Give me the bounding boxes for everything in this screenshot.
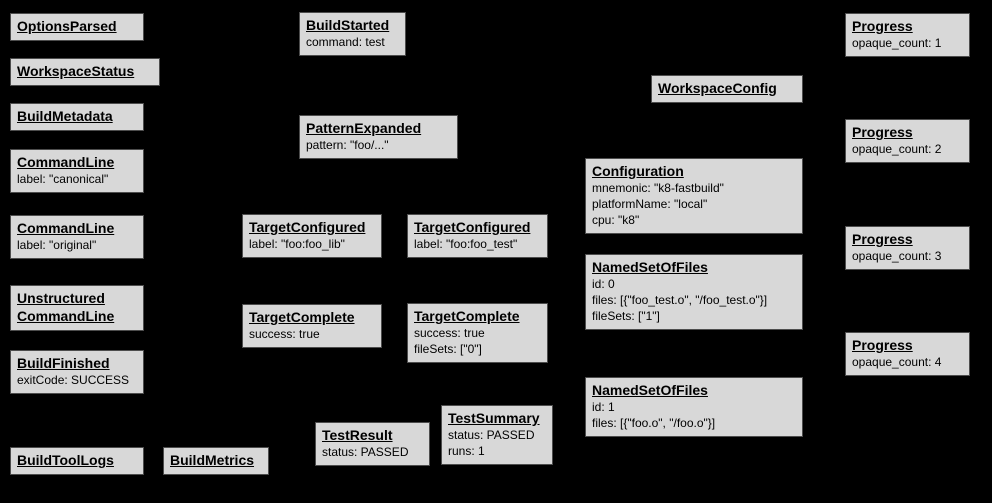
node-options-parsed: OptionsParsed <box>10 13 144 41</box>
node-detail-line: label: "canonical" <box>17 172 109 186</box>
node-detail-line: label: "foo:foo_lib" <box>249 237 345 251</box>
node-title: BuildMetrics <box>170 452 255 468</box>
node-detail-line: command: test <box>306 35 385 49</box>
node-title: PatternExpanded <box>306 120 422 136</box>
node-command-line-canonical: CommandLine label: "canonical" <box>10 149 144 193</box>
node-detail-line: status: PASSED <box>322 445 409 459</box>
node-title: Configuration <box>592 163 684 179</box>
node-command-line-original: CommandLine label: "original" <box>10 215 144 259</box>
node-title: Progress <box>852 337 913 353</box>
node-workspace-status: WorkspaceStatus <box>10 58 160 86</box>
node-title: BuildMetadata <box>17 108 113 124</box>
node-detail-line: cpu: "k8" <box>592 213 640 227</box>
node-progress-4: Progress opaque_count: 4 <box>845 332 970 376</box>
node-target-configured-foo-lib: TargetConfigured label: "foo:foo_lib" <box>242 214 382 258</box>
node-build-metadata: BuildMetadata <box>10 103 144 131</box>
node-detail-line: opaque_count: 1 <box>852 36 942 50</box>
node-detail-line: mnemonic: "k8-fastbuild" <box>592 181 724 195</box>
node-detail-line: id: 1 <box>592 400 615 414</box>
node-build-metrics: BuildMetrics <box>163 447 269 475</box>
node-build-finished: BuildFinished exitCode: SUCCESS <box>10 350 144 394</box>
node-build-started: BuildStarted command: test <box>299 12 406 56</box>
node-pattern-expanded: PatternExpanded pattern: "foo/..." <box>299 115 458 159</box>
node-named-set-of-files-1: NamedSetOfFiles id: 1 files: [{"foo.o", … <box>585 377 803 437</box>
node-title: BuildToolLogs <box>17 452 114 468</box>
node-title: CommandLine <box>17 154 115 170</box>
node-title: Progress <box>852 18 913 34</box>
node-target-complete-foo-lib: TargetComplete success: true <box>242 304 382 348</box>
node-detail-line: opaque_count: 3 <box>852 249 942 263</box>
node-title: TargetConfigured <box>414 219 531 235</box>
node-title: TargetComplete <box>249 309 355 325</box>
node-detail-line: id: 0 <box>592 277 615 291</box>
node-test-summary: TestSummary status: PASSED runs: 1 <box>441 405 553 465</box>
node-title: NamedSetOfFiles <box>592 382 708 398</box>
node-test-result: TestResult status: PASSED <box>315 422 430 466</box>
node-progress-1: Progress opaque_count: 1 <box>845 13 970 57</box>
node-title: WorkspaceConfig <box>658 80 777 96</box>
node-detail-line: files: [{"foo_test.o", "/foo_test.o"}] <box>592 293 768 307</box>
node-detail-line: success: true <box>249 327 320 341</box>
node-title: NamedSetOfFiles <box>592 259 708 275</box>
node-progress-2: Progress opaque_count: 2 <box>845 119 970 163</box>
node-detail-line: status: PASSED <box>448 428 535 442</box>
node-detail-line: label: "foo:foo_test" <box>414 237 518 251</box>
node-detail-line: opaque_count: 2 <box>852 142 942 156</box>
node-named-set-of-files-0: NamedSetOfFiles id: 0 files: [{"foo_test… <box>585 254 803 330</box>
node-title: Unstructured CommandLine <box>17 290 115 324</box>
node-unstructured-command-line: Unstructured CommandLine <box>10 285 144 331</box>
node-workspace-config: WorkspaceConfig <box>651 75 803 103</box>
node-title: TargetConfigured <box>249 219 366 235</box>
node-detail-line: platformName: "local" <box>592 197 708 211</box>
node-progress-3: Progress opaque_count: 3 <box>845 226 970 270</box>
node-detail-line: fileSets: ["0"] <box>414 342 482 356</box>
node-detail-line: exitCode: SUCCESS <box>17 373 130 387</box>
node-title: WorkspaceStatus <box>17 63 135 79</box>
node-title: BuildFinished <box>17 355 110 371</box>
node-detail-line: label: "original" <box>17 238 97 252</box>
node-title: TargetComplete <box>414 308 520 324</box>
node-target-complete-foo-test: TargetComplete success: true fileSets: [… <box>407 303 548 363</box>
node-title: Progress <box>852 124 913 140</box>
node-target-configured-foo-test: TargetConfigured label: "foo:foo_test" <box>407 214 548 258</box>
node-detail-line: files: [{"foo.o", "/foo.o"}] <box>592 416 716 430</box>
node-title: OptionsParsed <box>17 18 117 34</box>
node-detail-line: opaque_count: 4 <box>852 355 942 369</box>
node-build-tool-logs: BuildToolLogs <box>10 447 144 475</box>
node-title: Progress <box>852 231 913 247</box>
node-detail-line: runs: 1 <box>448 444 485 458</box>
node-title: TestSummary <box>448 410 540 426</box>
node-detail-line: fileSets: ["1"] <box>592 309 660 323</box>
node-detail-line: success: true <box>414 326 485 340</box>
node-detail-line: pattern: "foo/..." <box>306 138 389 152</box>
node-title: TestResult <box>322 427 393 443</box>
node-title: BuildStarted <box>306 17 390 33</box>
node-title: CommandLine <box>17 220 115 236</box>
node-configuration: Configuration mnemonic: "k8-fastbuild" p… <box>585 158 803 234</box>
